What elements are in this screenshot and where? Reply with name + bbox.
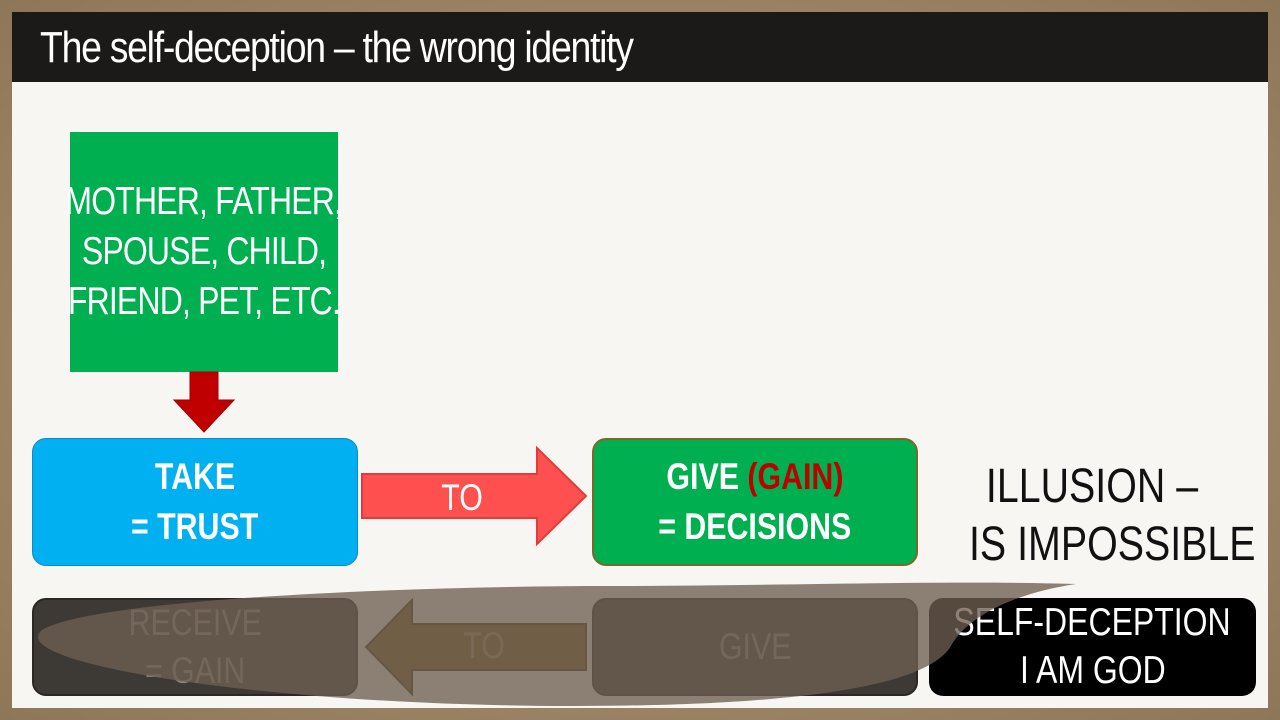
give-box: GIVE (592, 598, 918, 696)
illusion-line-1: ILLUSION – (985, 460, 1199, 513)
down-arrow-icon (172, 371, 236, 433)
illusion-text: ILLUSION – IS IMPOSSIBLE (942, 458, 1256, 574)
take-trust-box: TAKE = TRUST (32, 438, 358, 566)
give-gain-line-2: = DECISIONS (658, 506, 852, 547)
title-bar: The self-deception – the wrong identity (12, 12, 1268, 82)
give-label: GIVE (718, 626, 792, 667)
slide-title: The self-deception – the wrong identity (40, 23, 634, 72)
take-line-2: = TRUST (131, 506, 259, 547)
receive-gain-box: RECEIVE = GAIN (32, 598, 358, 696)
give-gain-line-1: GIVE (GAIN) (666, 452, 843, 502)
self-deception-box: SELF-DECEPTION I AM GOD (929, 598, 1256, 696)
give-gain-box: GIVE (GAIN) = DECISIONS (592, 438, 918, 566)
illusion-line-2: IS IMPOSSIBLE (969, 518, 1256, 571)
give-word: GIVE (666, 456, 748, 497)
to-label-top: TO (362, 476, 562, 520)
self-line-1: SELF-DECEPTION (953, 601, 1232, 644)
to-label-bottom-text: TO (463, 625, 505, 666)
right-arrow-icon (361, 445, 588, 547)
family-line-2: SPOUSE, CHILD, (81, 230, 327, 273)
take-line-1: TAKE (154, 456, 236, 497)
to-label-bottom: TO (384, 624, 584, 668)
family-line-3: FRIEND, PET, ETC. (67, 280, 341, 323)
family-roles-box: MOTHER, FATHER, SPOUSE, CHILD, FRIEND, P… (66, 132, 343, 372)
gain-highlight: (GAIN) (747, 456, 844, 497)
receive-line-2: = GAIN (144, 650, 246, 691)
self-line-2: I AM GOD (1019, 649, 1166, 692)
receive-line-1: RECEIVE (128, 602, 262, 643)
family-line-1: MOTHER, FATHER, (65, 180, 344, 223)
to-label-top-text: TO (441, 477, 483, 518)
slide: The self-deception – the wrong identity … (12, 12, 1268, 708)
